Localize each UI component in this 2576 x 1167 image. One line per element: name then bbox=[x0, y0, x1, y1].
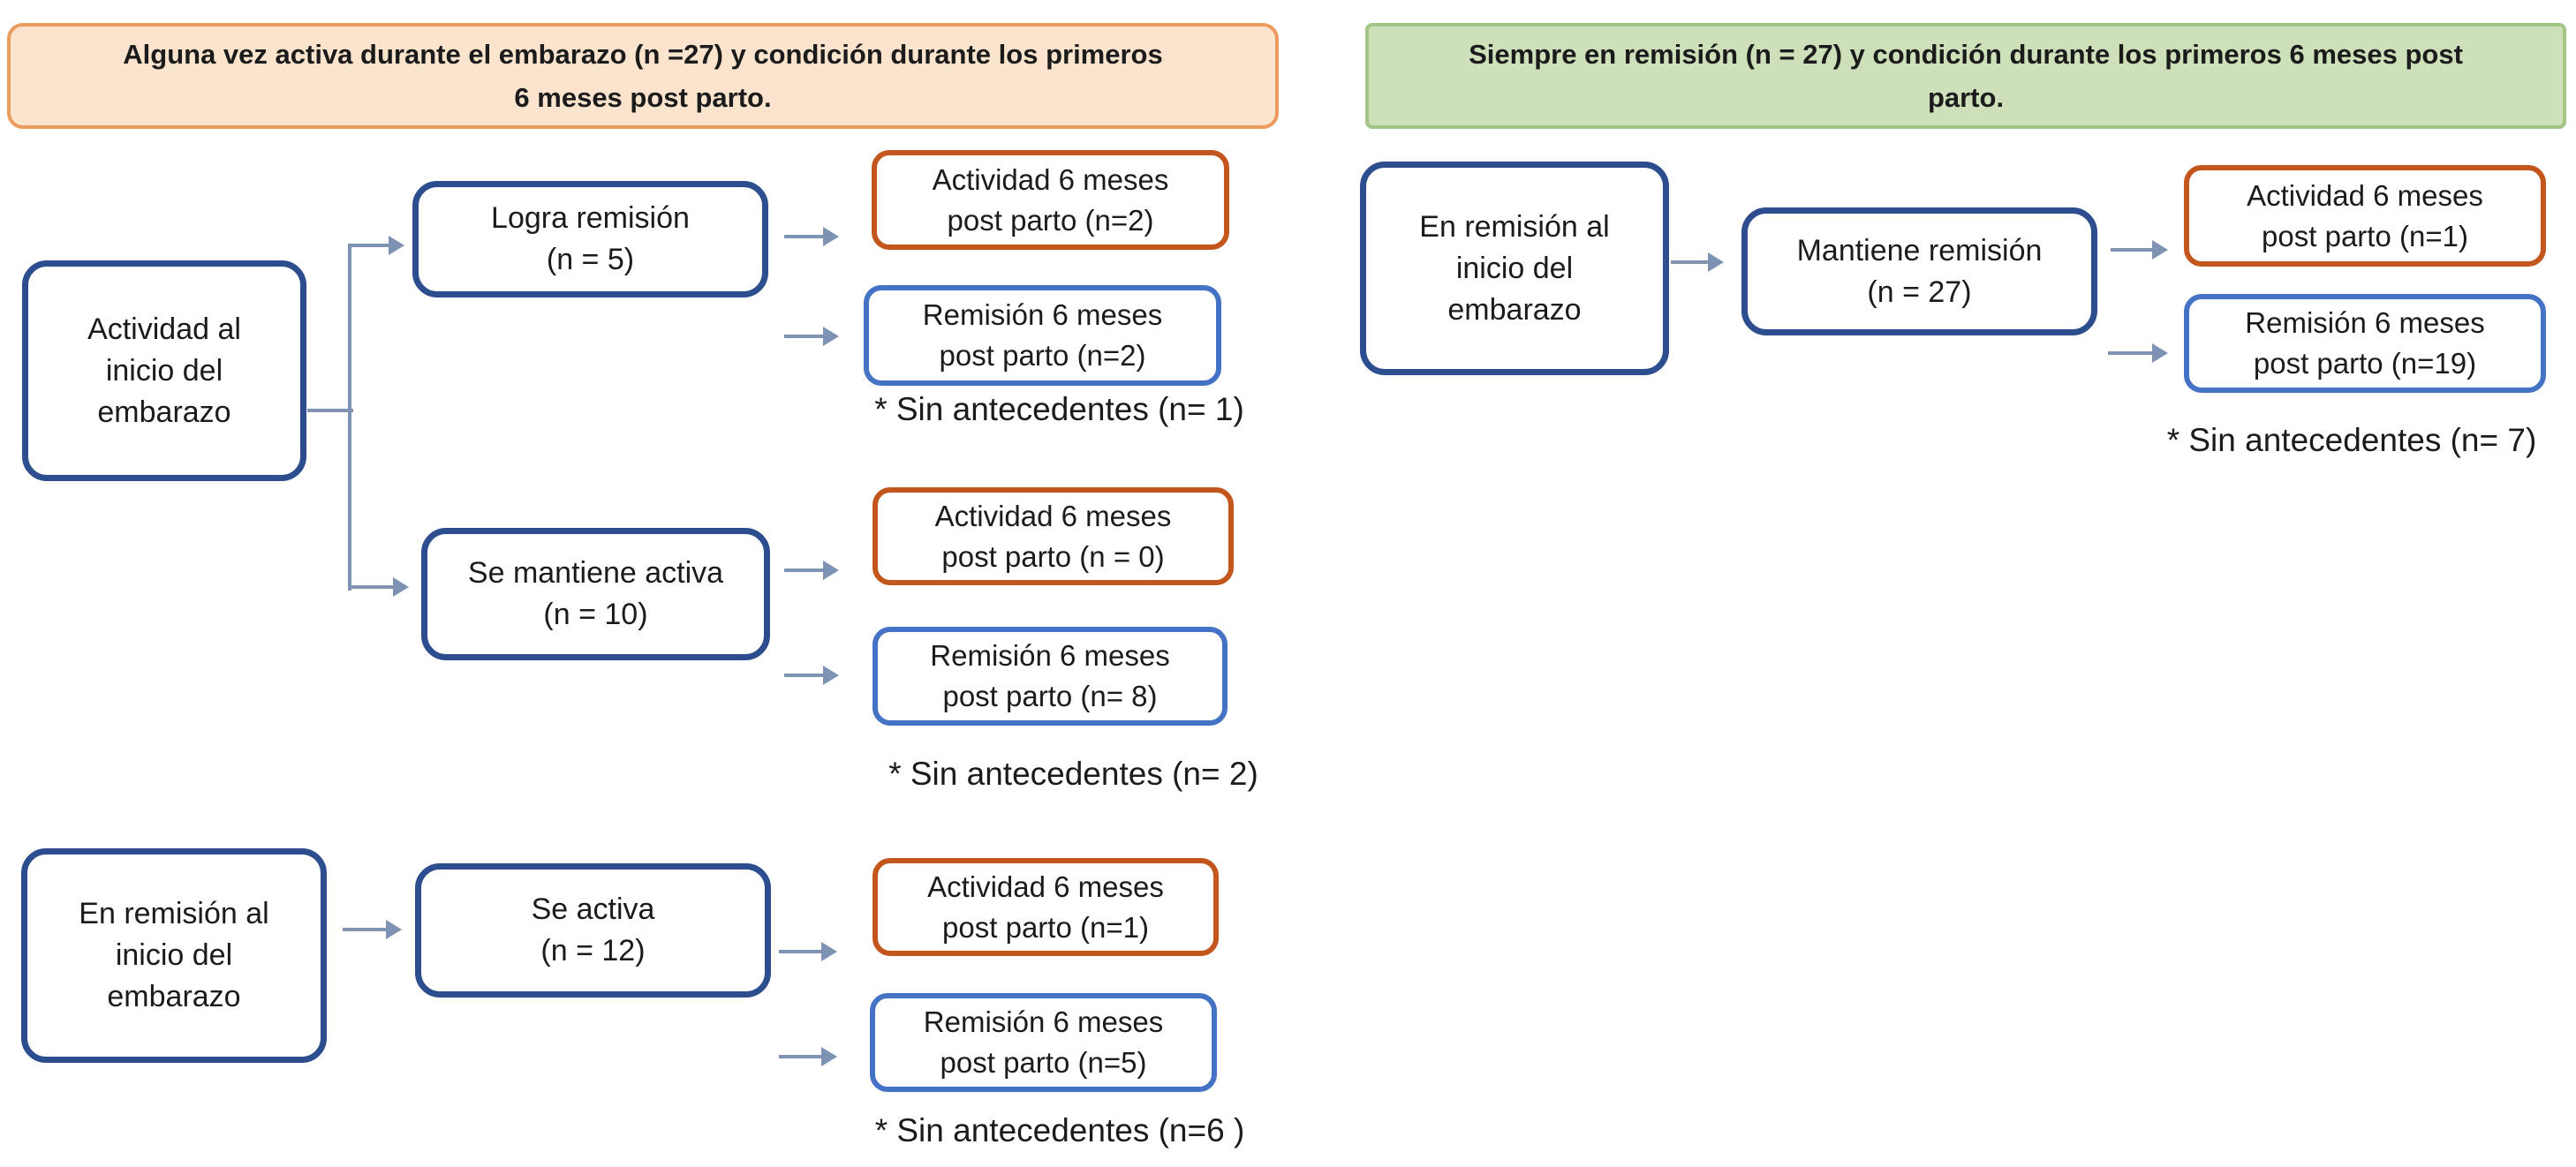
right-panel-header: Siempre en remisión (n = 27) y condición… bbox=[1365, 23, 2566, 129]
arrow-logra-remision-to-actividad bbox=[784, 227, 839, 246]
arrow-root-to-se-mantiene-activa bbox=[350, 577, 409, 597]
node-en-remision-inicio-embarazo-right: En remisión al inicio del embarazo bbox=[1360, 162, 1669, 375]
note-sin-antecedentes-3: * Sin antecedentes (n=6 ) bbox=[874, 1112, 1245, 1148]
node-actividad-6m-se-activa: Actividad 6 meses post parto (n=1) bbox=[873, 858, 1219, 956]
note-sin-antecedentes-2: * Sin antecedentes (n= 2) bbox=[888, 756, 1258, 792]
note-sin-antecedentes-4: * Sin antecedentes (n= 7) bbox=[2166, 422, 2537, 458]
node-se-mantiene-activa: Se mantiene activa (n = 10) bbox=[421, 528, 770, 660]
arrow-mantiene-remision-to-remision bbox=[2108, 343, 2168, 363]
arrow-se-activa-to-remision bbox=[779, 1047, 837, 1066]
connector-root-vertical bbox=[348, 244, 351, 591]
node-remision-6m-se-activa: Remisión 6 meses post parto (n=5) bbox=[870, 993, 1217, 1092]
arrow-mantiene-remision-to-actividad bbox=[2111, 240, 2168, 260]
node-actividad-6m-se-mantiene: Actividad 6 meses post parto (n = 0) bbox=[873, 487, 1234, 585]
node-en-remision-inicio-embarazo: En remisión al inicio del embarazo bbox=[21, 848, 327, 1063]
node-actividad-6m-mantiene-remision: Actividad 6 meses post parto (n=1) bbox=[2184, 165, 2546, 267]
arrow-root-to-logra-remision bbox=[350, 236, 404, 255]
node-mantiene-remision: Mantiene remisión (n = 27) bbox=[1741, 207, 2097, 335]
node-actividad-6m-logra-remision: Actividad 6 meses post parto (n=2) bbox=[872, 150, 1229, 250]
arrow-logra-remision-to-remision bbox=[784, 327, 839, 346]
connector-root-stem bbox=[307, 409, 353, 412]
node-remision-6m-mantiene-remision: Remisión 6 meses post parto (n=19) bbox=[2184, 294, 2546, 393]
note-sin-antecedentes-1: * Sin antecedentes (n= 1) bbox=[874, 391, 1244, 427]
node-actividad-inicio-embarazo: Actividad al inicio del embarazo bbox=[22, 260, 306, 481]
node-remision-6m-se-mantiene: Remisión 6 meses post parto (n= 8) bbox=[873, 627, 1228, 726]
node-remision-6m-logra-remision: Remisión 6 meses post parto (n=2) bbox=[864, 285, 1221, 386]
node-se-activa: Se activa (n = 12) bbox=[415, 863, 771, 998]
arrow-remision-root-to-se-activa bbox=[343, 920, 402, 939]
node-logra-remision: Logra remisión (n = 5) bbox=[412, 181, 768, 297]
arrow-se-mantiene-to-actividad bbox=[784, 561, 839, 580]
arrow-se-mantiene-to-remision bbox=[784, 666, 839, 685]
arrow-se-activa-to-actividad bbox=[779, 942, 837, 961]
arrow-root-right-to-mantiene-remision bbox=[1671, 252, 1724, 272]
left-panel-header: Alguna vez activa durante el embarazo (n… bbox=[7, 23, 1279, 129]
